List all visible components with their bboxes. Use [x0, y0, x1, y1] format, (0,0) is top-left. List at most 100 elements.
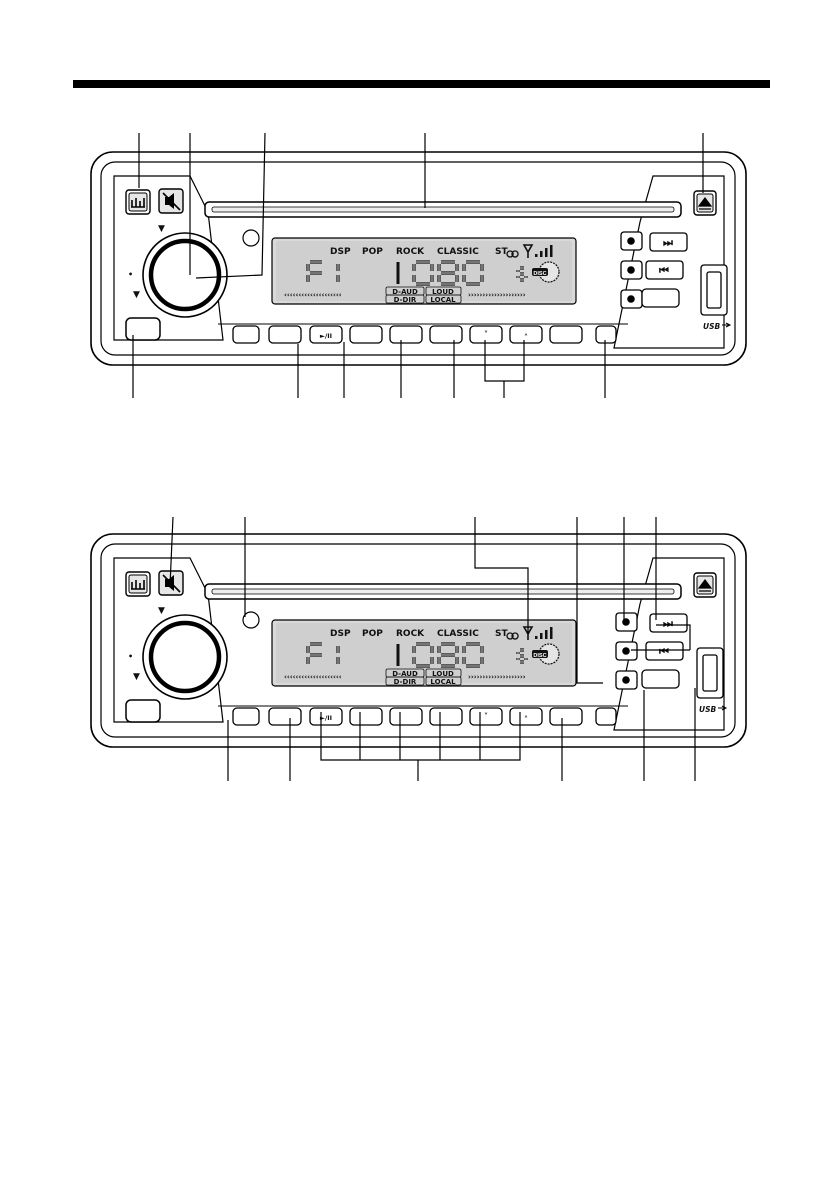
panel-button-frame[interactable]: [549, 707, 583, 726]
panel-button-frame[interactable]: [349, 707, 383, 726]
panel-button-frame[interactable]: [309, 707, 343, 726]
next-button-frame[interactable]: [649, 232, 688, 252]
round-button-1[interactable]: [620, 231, 643, 251]
panel-button-frame[interactable]: [309, 325, 343, 344]
next-button-frame[interactable]: [649, 613, 688, 633]
panel-button-3[interactable]: ►/II: [309, 707, 343, 726]
prev-button-frame[interactable]: [645, 641, 684, 661]
lcd-mode-pop: POP: [362, 247, 383, 257]
panel-button-frame[interactable]: [429, 707, 463, 726]
cd-slot-inner: [211, 588, 675, 595]
band-button[interactable]: [641, 288, 680, 308]
lcd-mode-classic: CLASSIC: [437, 247, 479, 257]
lcd-digit: [462, 260, 484, 286]
panel-button-frame[interactable]: [268, 325, 302, 344]
panel-button-3[interactable]: ►/II: [309, 325, 343, 344]
previous-track-button[interactable]: ⏮: [645, 641, 684, 661]
round-button-2[interactable]: [620, 260, 643, 280]
knob-dot: •: [128, 270, 133, 279]
panel-button-frame[interactable]: [469, 707, 503, 726]
panel-button-9[interactable]: [549, 707, 583, 726]
ir-sensor: [242, 611, 260, 629]
cd-slot-inner: [211, 206, 675, 213]
lcd-digit: [516, 648, 528, 664]
round-button-3[interactable]: [620, 289, 643, 309]
panel-button-frame[interactable]: [549, 325, 583, 344]
next-track-button[interactable]: ⏭: [649, 613, 688, 633]
lcd-digit: [412, 642, 434, 668]
usb-port[interactable]: [706, 271, 722, 309]
preset-up-icon: ˄: [524, 333, 528, 342]
panel-button-frame[interactable]: [349, 325, 383, 344]
panel-button-5[interactable]: [389, 707, 423, 726]
panel-button-7[interactable]: ˅: [469, 707, 503, 726]
usb-symbol-icon: [722, 322, 732, 328]
lcd-flag-local: LOCAL: [430, 296, 456, 304]
eject-button[interactable]: [693, 572, 717, 598]
lcd-mode-rock: ROCK: [396, 247, 425, 257]
panel-button-frame[interactable]: [509, 707, 543, 726]
panel-button-frame[interactable]: [595, 325, 617, 344]
mute-button[interactable]: [158, 188, 184, 214]
round-button-dot: [627, 295, 635, 303]
lcd-background: [276, 623, 572, 683]
panel-button-frame[interactable]: [469, 325, 503, 344]
lcd-digit: [437, 260, 459, 286]
panel-button-6[interactable]: [429, 707, 463, 726]
panel-button-7[interactable]: ˅: [469, 325, 503, 344]
panel-button-1[interactable]: [232, 707, 260, 726]
round-button-1[interactable]: [615, 612, 638, 632]
flag-box: [425, 294, 462, 304]
panel-button-frame[interactable]: [595, 707, 617, 726]
round-button-3[interactable]: [615, 670, 638, 690]
panel-button-2[interactable]: [268, 325, 302, 344]
signal-bar: [535, 254, 538, 257]
eject-icon: [697, 197, 713, 210]
previous-track-button[interactable]: ⏮: [645, 260, 684, 280]
band-button[interactable]: [641, 669, 680, 689]
panel-button-9[interactable]: [549, 325, 583, 344]
mute-button[interactable]: [158, 570, 184, 596]
volume-knob[interactable]: [148, 238, 222, 312]
panel-button-10[interactable]: [595, 707, 617, 726]
lcd-mode-dsp: DSP: [330, 247, 351, 257]
panel-button-6[interactable]: [429, 325, 463, 344]
panel-button-frame[interactable]: [268, 707, 302, 726]
panel-button-4[interactable]: [349, 325, 383, 344]
panel-button-5[interactable]: [389, 325, 423, 344]
mute-slash: [162, 192, 181, 211]
knob-arrow-up-icon: ▼: [158, 224, 165, 234]
callout-line: [656, 624, 691, 650]
panel-release-button[interactable]: [125, 699, 161, 723]
eject-icon: [697, 579, 713, 592]
play-pause-icon: ►/II: [320, 714, 332, 722]
antenna-icon: [522, 244, 534, 258]
volume-knob[interactable]: [148, 620, 222, 694]
next-track-icon: ⏭: [663, 617, 673, 630]
panel-button-frame[interactable]: [429, 325, 463, 344]
panel-button-frame[interactable]: [389, 707, 423, 726]
mode-button[interactable]: [125, 189, 151, 215]
lcd-band-digit: [306, 260, 340, 282]
panel-button-10[interactable]: [595, 325, 617, 344]
signal-bar: [545, 248, 548, 257]
next-track-button[interactable]: ⏭: [649, 232, 688, 252]
callout-line: [195, 132, 266, 279]
panel-release-button[interactable]: [125, 317, 161, 341]
panel-button-8[interactable]: ˄: [509, 707, 543, 726]
panel-button-frame[interactable]: [509, 325, 543, 344]
mode-button[interactable]: [125, 571, 151, 597]
panel-button-4[interactable]: [349, 707, 383, 726]
panel-button-1[interactable]: [232, 325, 260, 344]
panel-button-frame[interactable]: [389, 325, 423, 344]
panel-button-2[interactable]: [268, 707, 302, 726]
panel-button-8[interactable]: ˄: [509, 325, 543, 344]
prev-button-frame[interactable]: [645, 260, 684, 280]
panel-button-frame[interactable]: [232, 707, 260, 726]
play-pause-icon: ►/II: [320, 332, 332, 340]
usb-port[interactable]: [702, 654, 718, 692]
eject-button[interactable]: [693, 190, 717, 216]
panel-button-frame[interactable]: [232, 325, 260, 344]
round-button-2[interactable]: [615, 641, 638, 661]
